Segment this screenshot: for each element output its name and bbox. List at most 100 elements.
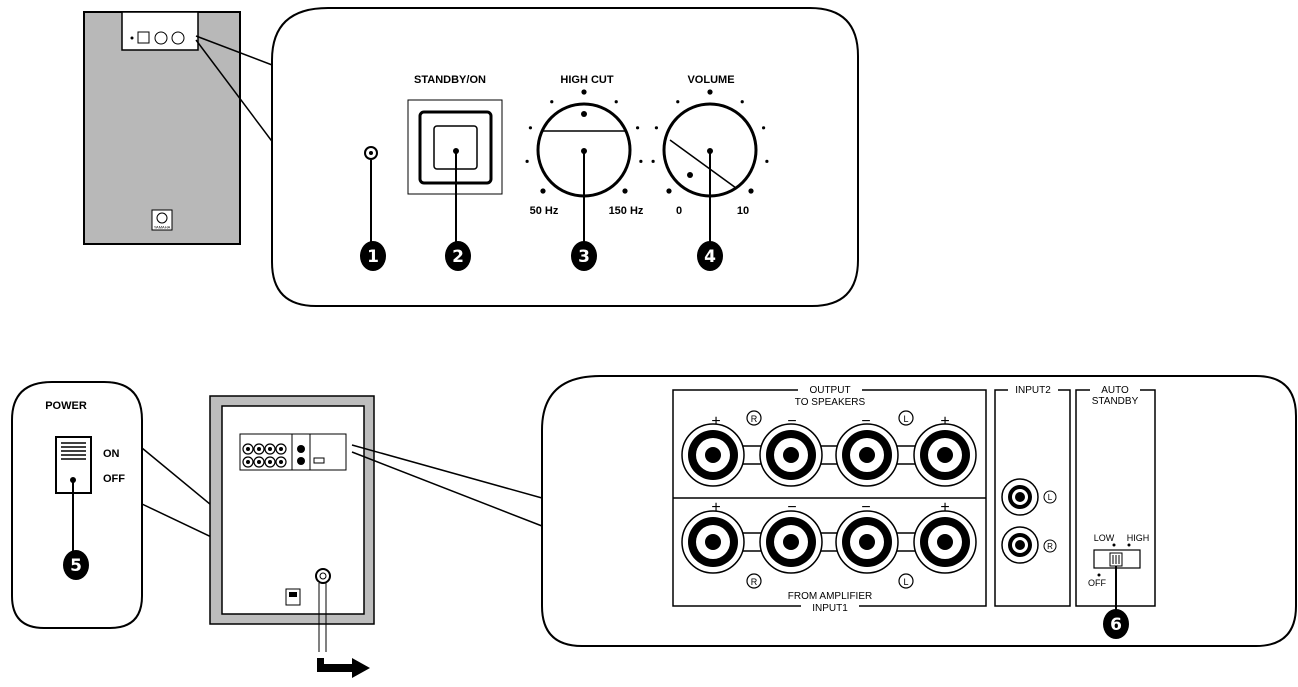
volume-scale-tick-5: [740, 100, 744, 104]
auto-standby-label-line1: AUTO: [1101, 385, 1129, 396]
yamaha-brand-text: YAMAHA: [154, 225, 171, 230]
high-cut-scale: [525, 89, 643, 194]
output-r-plus-label: +: [711, 413, 720, 430]
output-l-channel-label: L: [903, 414, 908, 424]
callout-5: 5: [63, 550, 89, 580]
input1-label: INPUT1: [812, 603, 848, 614]
callout-6: 6: [1103, 609, 1129, 639]
high-cut-scale-tick-7: [639, 159, 643, 163]
zoom-line-rear-1: [351, 444, 543, 499]
speaker-back-power-switch-rocker: [289, 592, 297, 597]
yamaha-logo-icon: [156, 212, 168, 224]
volume-scale-tick-2: [654, 126, 659, 130]
high-cut-max-label: 150 Hz: [609, 205, 644, 217]
output-r-channel-badge: [746, 410, 762, 426]
standby-indicator-dot: [369, 151, 373, 155]
input2-r-label: R: [1047, 542, 1053, 551]
power-label: POWER: [45, 400, 87, 412]
speaker-front-button: [137, 31, 150, 44]
svg-text:6: 6: [1110, 615, 1122, 635]
output-l-plus-label: +: [940, 413, 949, 430]
input1-r-channel-badge: [746, 573, 762, 589]
volume-scale-tick-0: [666, 188, 672, 194]
volume-scale-tick-8: [748, 188, 754, 194]
mini-input2-jack-2: [297, 457, 305, 465]
input1-r-plus-label: +: [711, 499, 720, 516]
speaker-back-terminals: [242, 434, 325, 470]
input2-r-badge: [1043, 539, 1057, 553]
auto-standby-high-label: HIGH: [1127, 533, 1150, 543]
output-l-minus-label: −: [861, 413, 870, 430]
input1-l-channel-label: L: [903, 577, 908, 587]
zoom-line-rear-2: [351, 451, 543, 527]
output-l-channel-badge: [898, 410, 914, 426]
svg-text:5: 5: [70, 556, 82, 576]
callout-4: 4: [697, 241, 723, 271]
high-cut-min-label: 50 Hz: [530, 205, 559, 217]
zoom-line-top-2: [195, 39, 281, 153]
speaker-front-knob-1: [154, 31, 168, 45]
svg-text:2: 2: [452, 247, 464, 267]
callout-3: 3: [571, 241, 597, 271]
volume-knob-mark: [687, 172, 693, 178]
from-amplifier-label: FROM AMPLIFIER: [788, 591, 872, 602]
zoom-line-top-1: [195, 35, 281, 69]
input2-l-badge: [1043, 490, 1057, 504]
high-cut-scale-tick-8: [622, 188, 628, 194]
volume-scale-tick-7: [765, 159, 769, 163]
high-cut-scale-tick-6: [635, 126, 640, 130]
front-control-panel: STANDBY/ON HIGH CUT 50 Hz 150 Hz VOLUME …: [271, 7, 859, 307]
power-switch-ridges: [61, 442, 86, 460]
power-panel-frame: [11, 381, 143, 629]
volume-scale-tick-4: [707, 89, 713, 95]
svg-text:4: 4: [704, 247, 716, 267]
input1-r-channel-label: R: [751, 577, 758, 587]
volume-scale-tick-3: [676, 100, 680, 104]
high-cut-scale-tick-3: [550, 100, 554, 104]
high-cut-scale-tick-0: [540, 188, 546, 194]
power-on-label: ON: [103, 448, 120, 460]
volume-scale-tick-6: [761, 126, 766, 130]
high-cut-scale-tick-4: [581, 89, 587, 95]
to-speakers-label: TO SPEAKERS: [795, 397, 866, 408]
volume-label: VOLUME: [687, 74, 734, 86]
output-label: OUTPUT: [809, 385, 850, 396]
high-cut-label: HIGH CUT: [560, 74, 613, 86]
input1-l-minus-label: −: [861, 499, 870, 516]
speaker-front-knob-2: [171, 31, 185, 45]
svg-text:3: 3: [578, 247, 590, 267]
input2-label: INPUT2: [1015, 385, 1051, 396]
rear-terminal-panel: OUTPUT TO SPEAKERS FROM AMPLIFIER INPUT1…: [541, 375, 1297, 647]
speaker-back: [209, 395, 543, 678]
callout-1: 1: [360, 241, 386, 271]
output-r-channel-label: R: [751, 414, 758, 424]
callout-2: 2: [445, 241, 471, 271]
input1-r-minus-label: −: [787, 499, 796, 516]
speaker-front-led: [130, 36, 134, 40]
speaker-front: YAMAHA: [83, 11, 281, 245]
volume-scale-tick-1: [651, 159, 655, 163]
output-r-minus-label: −: [787, 413, 796, 430]
input1-l-plus-label: +: [940, 499, 949, 516]
power-off-label: OFF: [103, 473, 125, 485]
volume-scale: [651, 89, 769, 194]
svg-text:1: 1: [367, 247, 379, 267]
speaker-binding-posts: [681, 423, 977, 574]
volume-knob-indicator: [669, 139, 737, 189]
yamaha-logo-badge: [151, 209, 173, 231]
auto-standby-low-label: LOW: [1094, 533, 1115, 543]
auto-standby-off-label: OFF: [1088, 578, 1106, 588]
high-cut-knob-mark: [581, 111, 587, 117]
input1-l-channel-badge: [898, 573, 914, 589]
auto-standby-label-line2: STANDBY: [1092, 396, 1139, 407]
mini-input2-jack-1: [297, 445, 305, 453]
mini-auto-standby-switch: [313, 457, 325, 464]
high-cut-scale-tick-2: [528, 126, 533, 130]
volume-max-label: 10: [737, 205, 749, 217]
power-panel: POWER ON OFF 5: [11, 381, 143, 629]
power-cord-arrow-icon: [317, 658, 370, 678]
high-cut-scale-tick-1: [525, 159, 529, 163]
volume-min-label: 0: [676, 205, 682, 217]
